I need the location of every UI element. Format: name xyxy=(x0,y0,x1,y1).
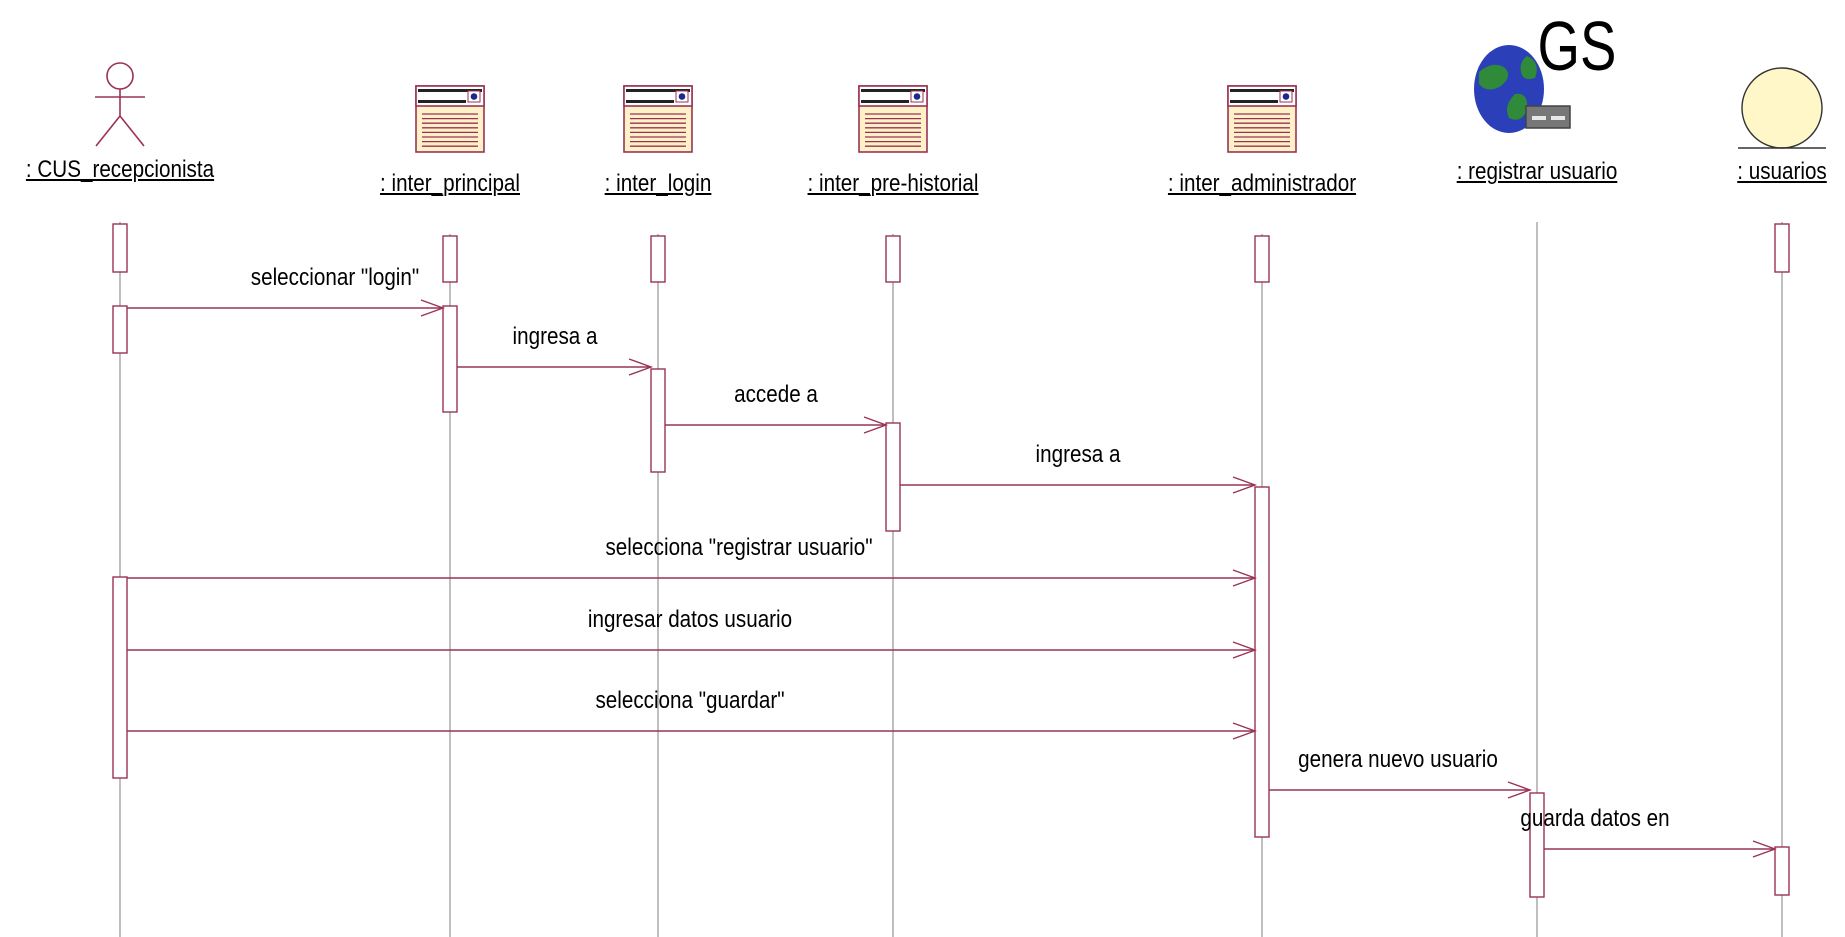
globe-land xyxy=(1520,56,1537,80)
window-button-dot xyxy=(1282,93,1290,100)
window-titlebar-stripe xyxy=(1230,89,1294,92)
activation-box xyxy=(1774,223,1790,273)
message-arrow-head xyxy=(1232,569,1258,587)
message-arrow-head xyxy=(420,299,446,317)
activation-box xyxy=(1254,486,1270,838)
activation-box xyxy=(885,235,901,283)
lifeline-label-prehistorial: : inter_pre-historial xyxy=(807,170,979,197)
window-titlebar-stripe xyxy=(1230,100,1278,103)
lifeline-label-recepcionista: : CUS_recepcionista xyxy=(25,156,215,183)
window-titlebar-stripe xyxy=(418,89,482,92)
message-label: selecciona "registrar usuario" xyxy=(605,534,873,561)
actor-icon xyxy=(95,62,145,147)
window-titlebar-stripe xyxy=(626,100,674,103)
globe-device-slot xyxy=(1532,116,1546,120)
entity-circle xyxy=(1741,67,1823,149)
message-arrow-head xyxy=(863,416,889,434)
window-titlebar-stripe xyxy=(418,100,466,103)
window-titlebar-stripe xyxy=(861,100,909,103)
globe-device-slot xyxy=(1551,116,1565,120)
activation-box xyxy=(650,235,666,283)
lifeline-label-principal: : inter_principal xyxy=(380,170,520,197)
activation-box xyxy=(1254,235,1270,283)
activation-box xyxy=(650,368,666,473)
activation-box xyxy=(1774,846,1790,896)
lifeline-label-login: : inter_login xyxy=(604,170,712,197)
message-arrow-head xyxy=(1507,781,1533,799)
message-label: ingresar datos usuario xyxy=(587,606,793,633)
globe-land xyxy=(1507,93,1528,120)
message-arrow-head xyxy=(1232,641,1258,659)
message-label: guarda datos en xyxy=(1520,805,1670,832)
message-label: seleccionar "login" xyxy=(250,264,420,291)
message-label: ingresa a xyxy=(512,323,598,350)
message-label: ingresa a xyxy=(1035,441,1121,468)
lifeline-label-usuarios: : usuarios xyxy=(1737,158,1827,185)
activation-box xyxy=(112,223,128,273)
actor-right-leg xyxy=(119,115,145,147)
boundary-window-icon xyxy=(415,85,485,153)
lifeline-label-administrador: : inter_administrador xyxy=(1167,170,1357,197)
message-label: accede a xyxy=(734,381,818,408)
globe-device xyxy=(1525,105,1571,129)
activation-box xyxy=(1529,792,1545,898)
message-arrow-head xyxy=(628,358,654,376)
globe-control-icon: GS xyxy=(1474,8,1616,133)
message-arrow-head xyxy=(1232,722,1258,740)
globe-icon-text: GS xyxy=(1538,8,1617,86)
message-label: genera nuevo usuario xyxy=(1298,746,1498,773)
boundary-window-icon xyxy=(858,85,928,153)
window-button-dot xyxy=(678,93,686,100)
globe-land xyxy=(1479,64,1509,90)
lifeline-label-registrar: : registrar usuario xyxy=(1456,158,1618,185)
window-titlebar-stripe xyxy=(626,89,690,92)
activation-box xyxy=(885,422,901,532)
window-titlebar-stripe xyxy=(861,89,925,92)
window-button-dot xyxy=(470,93,478,100)
message-label: selecciona "guardar" xyxy=(595,687,785,714)
message-arrow-head xyxy=(1752,840,1778,858)
boundary-window-icon xyxy=(1227,85,1297,153)
activation-box xyxy=(112,576,128,779)
activation-box xyxy=(442,305,458,413)
activation-box xyxy=(442,235,458,283)
actor-left-leg xyxy=(95,115,121,147)
boundary-window-icon xyxy=(623,85,693,153)
actor-head xyxy=(106,62,134,90)
activation-box xyxy=(112,305,128,354)
entity-icon xyxy=(1738,67,1826,149)
window-button-dot xyxy=(913,93,921,100)
message-arrow-head xyxy=(1232,476,1258,494)
